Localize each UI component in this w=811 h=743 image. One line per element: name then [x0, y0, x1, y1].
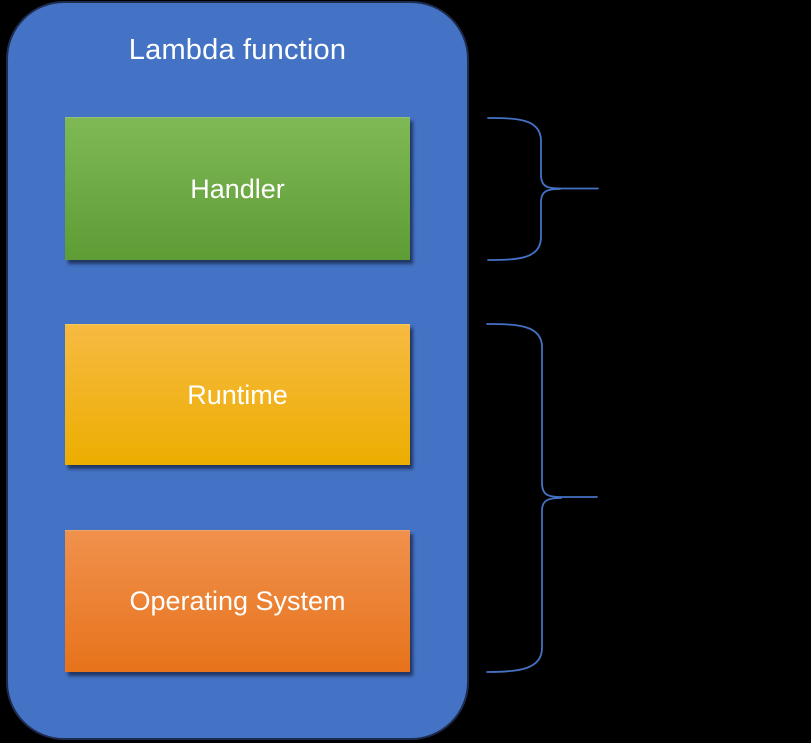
operating-system-layer-box: Operating System: [65, 530, 410, 672]
handler-label: Handler: [190, 173, 285, 204]
operating-system-label: Operating System: [129, 586, 346, 616]
lambda-function-title: Lambda function: [128, 34, 347, 66]
runtime-layer-box: Runtime: [65, 324, 410, 465]
lambda-function-container: Lambda function Handler Runtime Operatin…: [6, 1, 469, 740]
handler-brace-icon: [487, 117, 599, 261]
runtime-label: Runtime: [187, 379, 288, 410]
handler-layer-box: Handler: [65, 117, 410, 260]
runtime-os-brace-icon: [486, 323, 598, 673]
